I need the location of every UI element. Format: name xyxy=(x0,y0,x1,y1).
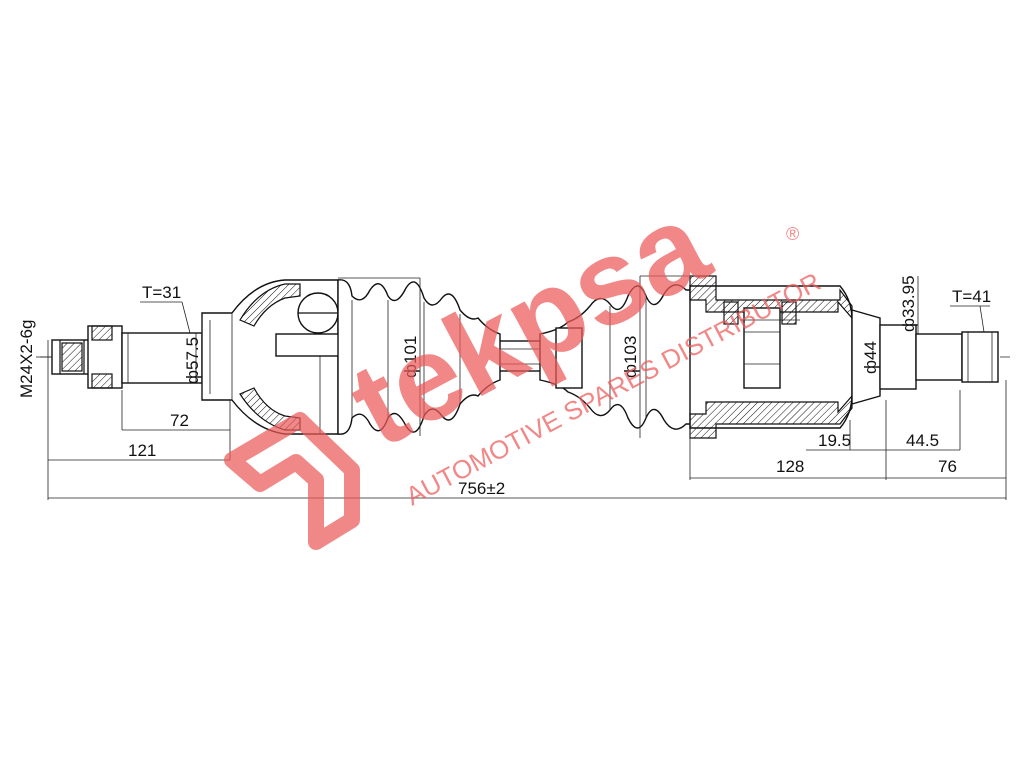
len-72-label: 72 xyxy=(170,411,189,430)
dimension-labels: M24X2-6g T=31 T=41 ф57.5 ф101 ф103 ф44 ф… xyxy=(17,275,991,498)
dia-101-label: ф101 xyxy=(401,336,420,378)
len-121-label: 121 xyxy=(128,441,156,460)
len-19-5-label: 19.5 xyxy=(818,431,851,450)
len-128-label: 128 xyxy=(776,457,804,476)
watermark-registered: ® xyxy=(786,224,799,244)
dia-44-label: ф44 xyxy=(861,341,880,374)
inner-cv-housing xyxy=(689,275,853,439)
len-44-5-label: 44.5 xyxy=(906,431,939,450)
t-right-label: T=41 xyxy=(952,287,991,306)
outer-boot xyxy=(319,279,501,435)
thread-label: M24X2-6g xyxy=(17,320,36,398)
len-76-label: 76 xyxy=(938,457,957,476)
dia-103-label: ф103 xyxy=(621,336,640,378)
dia-57-5-label: ф57.5 xyxy=(183,337,202,384)
inner-boot xyxy=(539,284,701,430)
dimension-lines xyxy=(36,275,1007,500)
t-left-label: T=31 xyxy=(142,283,181,302)
threaded-end xyxy=(51,325,203,389)
right-stub-shaft xyxy=(851,309,999,405)
dia-33-95-label: ф33.95 xyxy=(899,275,918,332)
watermark-logo-mark xyxy=(224,412,360,550)
total-length-label: 756±2 xyxy=(458,479,505,498)
outer-cv-joint xyxy=(201,279,341,435)
